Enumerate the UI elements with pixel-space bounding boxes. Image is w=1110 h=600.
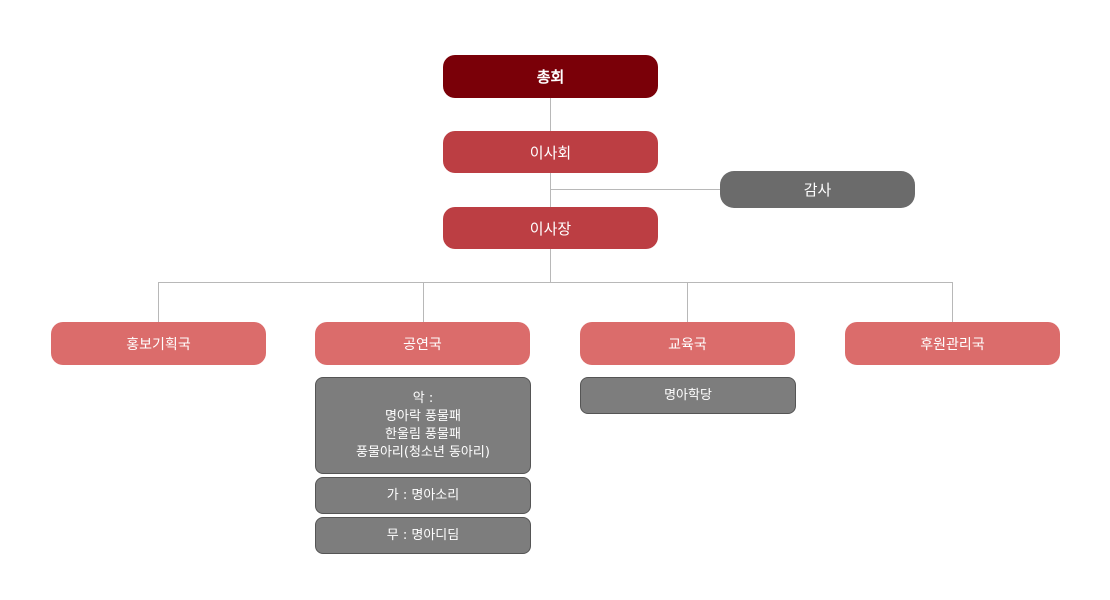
department-label: 교육국 bbox=[668, 336, 707, 353]
department-node-education: 교육국 bbox=[580, 322, 795, 365]
connector-dept-1 bbox=[158, 282, 159, 322]
subunit-line: 명아학당 bbox=[664, 387, 712, 403]
board-node: 이사회 bbox=[443, 131, 658, 173]
connector-board-chairman bbox=[550, 173, 551, 207]
connector-dept-3 bbox=[687, 282, 688, 322]
subunit-line: 악 : bbox=[412, 390, 434, 406]
department-label: 공연국 bbox=[403, 336, 442, 353]
subunit-line: 한울림 풍물패 bbox=[385, 426, 461, 442]
subunit-dance: 무 : 명아디딤 bbox=[315, 517, 531, 554]
subunit-line: 무 : 명아디딤 bbox=[386, 527, 460, 543]
department-node-sponsorship: 후원관리국 bbox=[845, 322, 1060, 365]
subunit-line: 명아락 풍물패 bbox=[385, 408, 461, 424]
board-label: 이사회 bbox=[529, 143, 572, 162]
subunit-line: 풍물아리(청소년 동아리) bbox=[356, 444, 490, 460]
chairman-node: 이사장 bbox=[443, 207, 658, 249]
audit-node: 감사 bbox=[720, 171, 915, 208]
subunit-school: 명아학당 bbox=[580, 377, 796, 414]
connector-dept-4 bbox=[952, 282, 953, 322]
subunit-music: 악 : 명아락 풍물패 한울림 풍물패 풍물아리(청소년 동아리) bbox=[315, 377, 531, 474]
audit-label: 감사 bbox=[803, 181, 832, 199]
connector-chairman-down bbox=[550, 249, 551, 282]
department-node-pr-planning: 홍보기획국 bbox=[51, 322, 266, 365]
connector-audit bbox=[550, 189, 720, 190]
connector-dept-2 bbox=[423, 282, 424, 322]
department-node-performance: 공연국 bbox=[315, 322, 530, 365]
chairman-label: 이사장 bbox=[529, 219, 572, 238]
subunit-song: 가 : 명아소리 bbox=[315, 477, 531, 514]
subunit-line: 가 : 명아소리 bbox=[386, 487, 460, 503]
general-assembly-node: 총회 bbox=[443, 55, 658, 98]
connector-horizontal-bus bbox=[158, 282, 953, 283]
general-assembly-label: 총회 bbox=[536, 68, 565, 86]
connector-assembly-board bbox=[550, 98, 551, 131]
department-label: 후원관리국 bbox=[920, 336, 985, 353]
department-label: 홍보기획국 bbox=[126, 336, 191, 353]
